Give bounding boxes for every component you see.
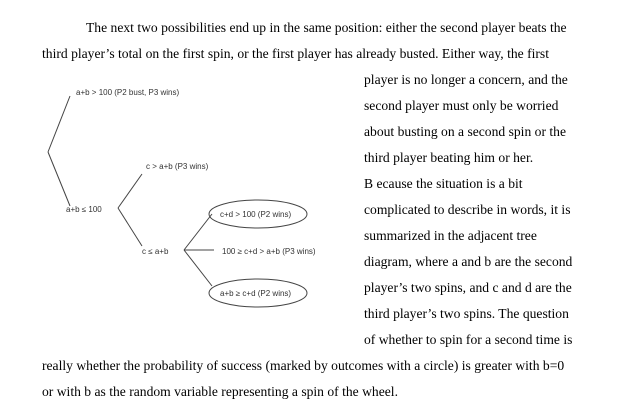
branch-line <box>47 151 71 207</box>
branch-line <box>117 173 143 209</box>
text-line: third player’s total on the first spin, … <box>42 46 549 61</box>
text-line: second player must only be worried <box>364 98 559 113</box>
success-circle <box>208 199 308 229</box>
mid-upper-label: c > a+b (P3 wins) <box>146 162 209 171</box>
root-upper-label: a+b > 100 (P2 bust, P3 wins) <box>76 88 180 97</box>
text-line: complicated to describe in words, it is <box>364 202 571 217</box>
leaf-label-1: c+d > 100 (P2 wins) <box>220 210 291 219</box>
branch-line <box>183 213 213 251</box>
text-line: third player beating him or her. <box>364 150 534 165</box>
leaf-label-3: a+b ≥ c+d (P2 wins) <box>220 289 291 298</box>
text-line: B ecause the situation is a bit <box>364 176 523 191</box>
leaf-label-2: 100 ≥ c+d > a+b (P3 wins) <box>222 247 316 256</box>
text-line: diagram, where a and b are the second <box>364 254 573 269</box>
text-line: player’s two spins, and c and d are the <box>364 280 572 295</box>
tree-diagram: a+b > 100 (P2 bust, P3 wins) a+b ≤ 100 c… <box>47 88 316 308</box>
mid-lower-label: c ≤ a+b <box>142 247 169 256</box>
branch-line <box>47 95 71 153</box>
branch-line <box>183 249 213 287</box>
root-lower-label: a+b ≤ 100 <box>66 205 102 214</box>
text-line: player is no longer a concern, and the <box>364 72 568 87</box>
text-line: about busting on a second spin or the <box>364 124 566 139</box>
success-circle <box>208 278 308 308</box>
text-line: The next two possibilities end up in the… <box>86 20 567 35</box>
text-line: summarized in the adjacent tree <box>364 228 537 243</box>
branch-line <box>117 207 143 247</box>
text-line: third player’s two spins. The question <box>364 306 569 321</box>
text-line: of whether to spin for a second time is <box>364 332 573 347</box>
text-line: or with b as the random variable represe… <box>42 384 398 399</box>
text-line: really whether the probability of succes… <box>42 358 565 373</box>
